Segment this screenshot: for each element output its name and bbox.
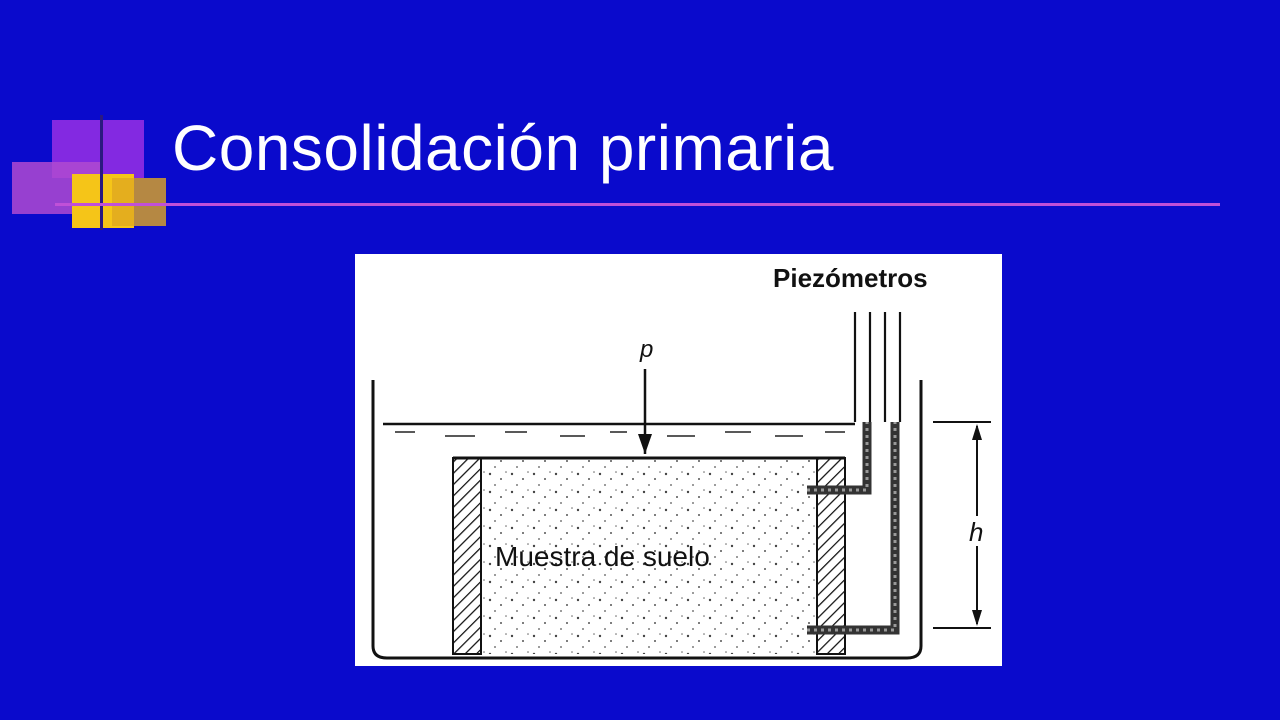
- consolidation-diagram: p Muestra de suelo Piezómetros h: [355, 254, 1002, 666]
- water-dashes: [395, 431, 845, 437]
- tank-outline: [371, 380, 923, 660]
- piezometers-label: Piezómetros: [773, 263, 928, 293]
- decor-vertical-line: [100, 115, 103, 230]
- soil-sample: [481, 460, 817, 654]
- ring-left-wall: [452, 457, 482, 655]
- height-label: h: [969, 517, 983, 547]
- decor-square-gold: [112, 178, 166, 226]
- slide-title: Consolidación primaria: [172, 112, 834, 184]
- load-label: p: [639, 336, 653, 363]
- title-underline: [55, 203, 1220, 206]
- load-arrowhead: [638, 434, 652, 454]
- sample-label: Muestra de suelo: [495, 541, 710, 572]
- piezometer-tubes: [853, 312, 902, 422]
